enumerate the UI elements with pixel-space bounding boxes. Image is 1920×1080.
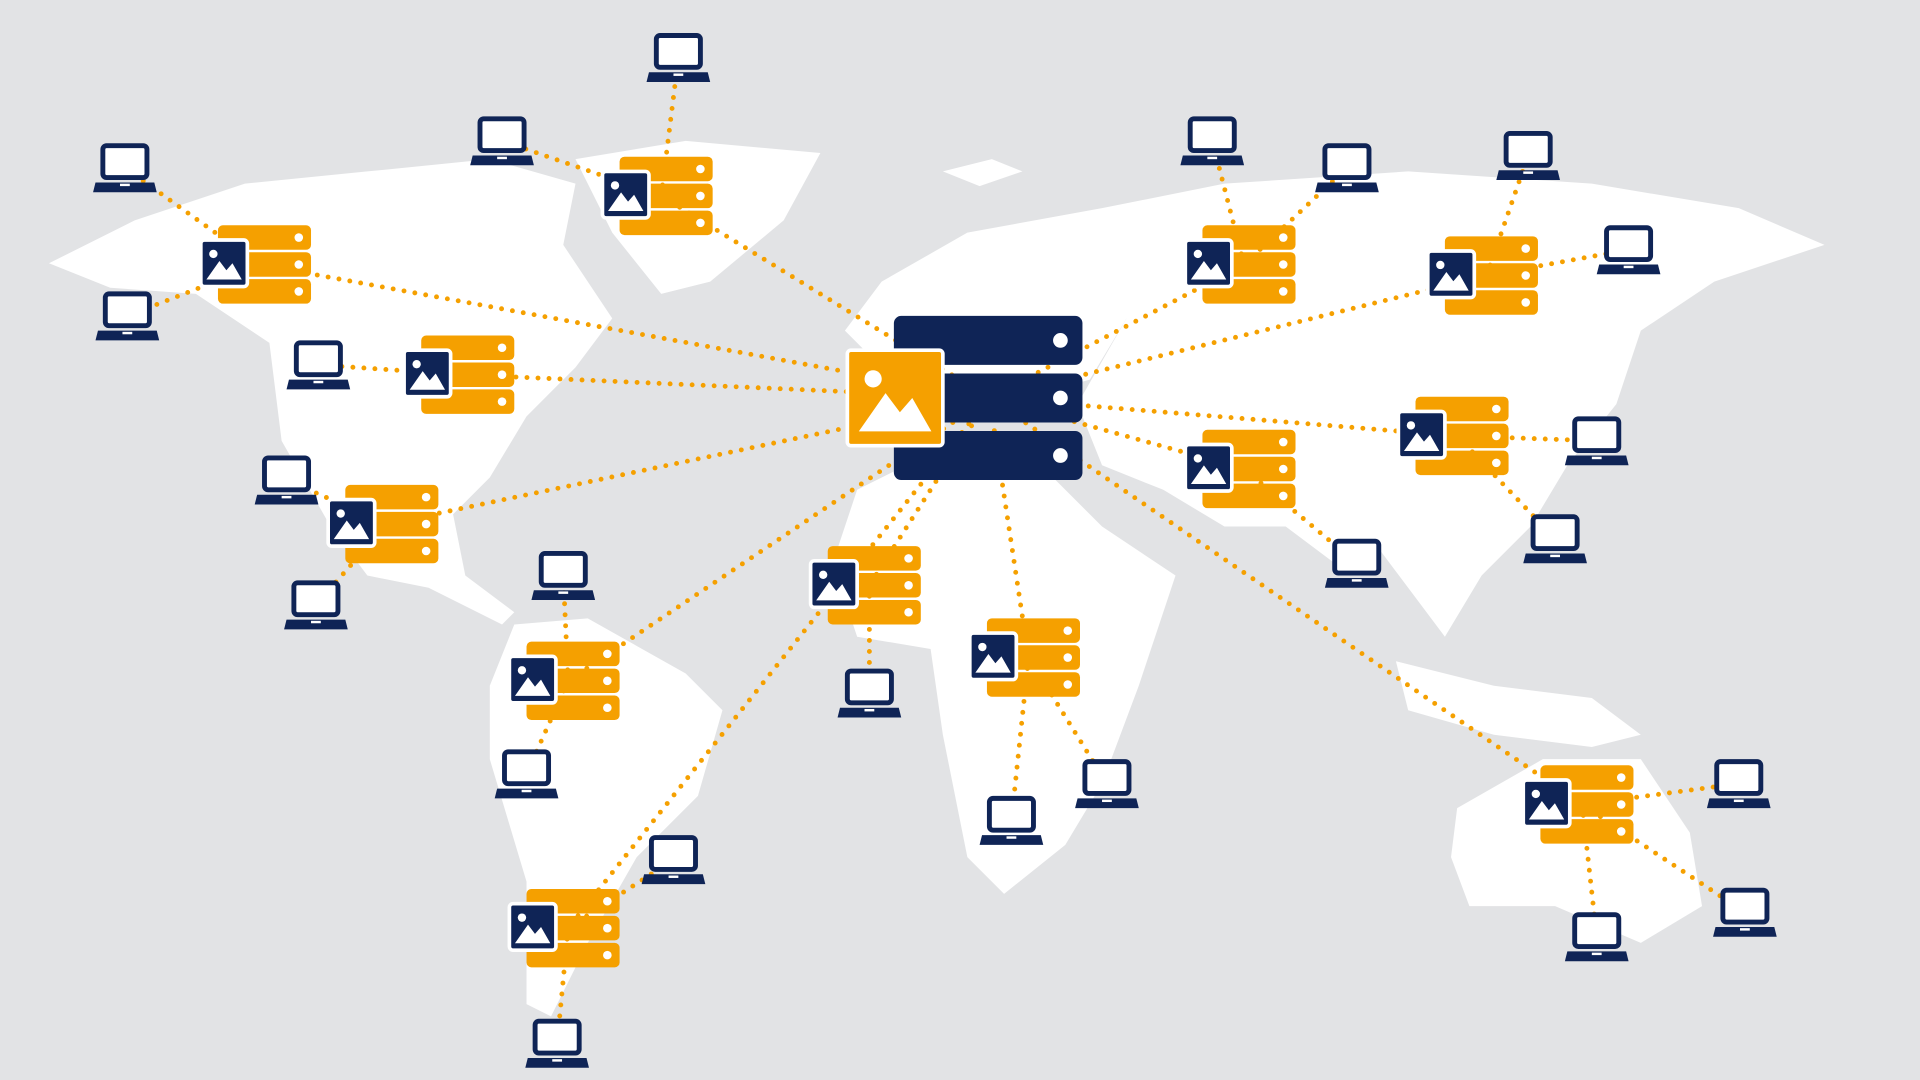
laptop-icon[interactable]	[1564, 416, 1629, 466]
laptop-icon[interactable]	[284, 580, 348, 630]
edge-server[interactable]	[1425, 236, 1538, 315]
laptop-icon[interactable]	[641, 835, 706, 885]
laptop-icon[interactable]	[1596, 225, 1661, 275]
laptop-icon[interactable]	[525, 1018, 589, 1068]
island-iceland	[942, 159, 1023, 187]
continent-north-america	[48, 159, 613, 625]
edge-server[interactable]	[1183, 225, 1296, 304]
laptop-icon[interactable]	[1324, 538, 1389, 588]
laptop-icon[interactable]	[1713, 887, 1777, 937]
laptop-icon[interactable]	[531, 551, 596, 600]
connection-line	[986, 262, 1247, 401]
origin-server[interactable]	[845, 315, 1083, 480]
laptop-icon[interactable]	[1523, 514, 1587, 564]
connection-line	[384, 395, 992, 527]
laptop-icon[interactable]	[1564, 912, 1629, 962]
continent-australia	[1451, 759, 1703, 943]
laptop-icon[interactable]	[470, 116, 534, 166]
connection-line	[1579, 781, 1742, 807]
laptop-icon[interactable]	[979, 795, 1044, 845]
edge-server[interactable]	[1521, 765, 1634, 844]
continent-indonesia	[1395, 661, 1641, 747]
edge-server[interactable]	[507, 888, 620, 968]
laptop-icon[interactable]	[646, 33, 711, 83]
edge-server[interactable]	[1396, 396, 1509, 476]
laptop-icon[interactable]	[1315, 143, 1379, 193]
laptop-icon[interactable]	[93, 143, 157, 193]
connection-line	[986, 395, 1585, 807]
laptop-icon[interactable]	[1706, 759, 1771, 809]
edge-server[interactable]	[402, 335, 515, 414]
laptop-icon[interactable]	[95, 291, 160, 341]
laptop-icon[interactable]	[286, 340, 351, 390]
edge-server[interactable]	[1183, 429, 1296, 509]
connection-line	[565, 395, 992, 931]
laptop-icon[interactable]	[1075, 759, 1139, 809]
laptop-icon[interactable]	[1496, 131, 1560, 180]
edge-server[interactable]	[967, 618, 1080, 697]
edge-server[interactable]	[600, 156, 713, 236]
laptop-icon[interactable]	[494, 749, 559, 799]
edge-server[interactable]	[198, 225, 312, 304]
clients	[93, 33, 1777, 1068]
connection-line	[565, 395, 992, 684]
edge-server[interactable]	[507, 641, 620, 720]
edge-servers	[198, 156, 1634, 968]
laptop-icon[interactable]	[837, 668, 902, 718]
laptop-icon[interactable]	[1180, 116, 1245, 166]
image-icon	[1396, 409, 1447, 460]
image-icon	[1183, 442, 1234, 493]
laptop-icon[interactable]	[254, 455, 319, 505]
image-icon	[1425, 249, 1477, 300]
edge-server[interactable]	[326, 484, 439, 564]
edge-server[interactable]	[808, 546, 921, 625]
